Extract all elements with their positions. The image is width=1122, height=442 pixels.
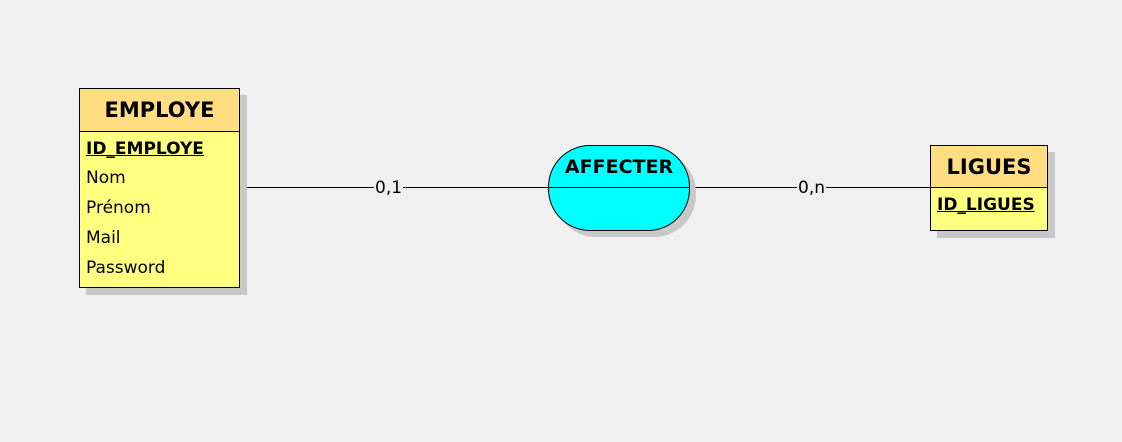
entity-employe-attribute: Prénom [86,198,151,218]
entity-ligues-title: LIGUES [931,146,1047,188]
cardinality-employe-affecter: 0,1 [374,178,404,198]
association-affecter-divider [549,187,689,188]
entity-employe-attributes: ID_EMPLOYE Nom Prénom Mail Password [80,132,239,283]
entity-employe-attribute: Nom [86,168,126,188]
cardinality-affecter-ligues: 0,n [797,178,826,198]
entity-ligues-attributes: ID_LIGUES [931,188,1047,219]
entity-employe-title: EMPLOYE [80,89,239,132]
entity-employe-attribute: Password [86,258,166,278]
entity-ligues[interactable]: LIGUES ID_LIGUES [930,145,1048,231]
entity-employe[interactable]: EMPLOYE ID_EMPLOYE Nom Prénom Mail Passw… [79,88,240,288]
association-affecter-title: AFFECTER [564,156,674,178]
association-affecter[interactable]: AFFECTER [548,145,690,231]
entity-employe-key: ID_EMPLOYE [86,139,204,159]
entity-employe-attribute: Mail [86,228,121,248]
entity-ligues-key: ID_LIGUES [937,195,1035,215]
